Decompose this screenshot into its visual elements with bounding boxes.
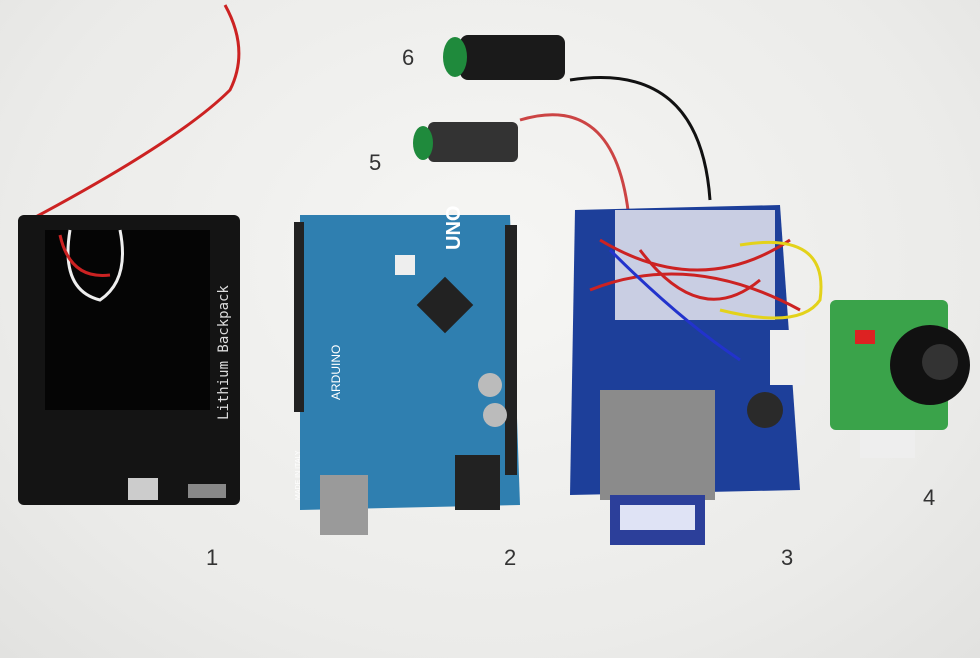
label-6: 6 bbox=[402, 45, 415, 70]
arduino-uno-board: UNO ARDUINO MADE IN ITALY bbox=[294, 206, 520, 535]
camera-module bbox=[830, 300, 970, 458]
label-5: 5 bbox=[369, 150, 382, 175]
label-4: 4 bbox=[923, 485, 936, 510]
label-1: 1 bbox=[206, 545, 219, 570]
proto-shield-board bbox=[570, 205, 823, 545]
svg-text:Lithium Backpack: Lithium Backpack bbox=[216, 285, 232, 420]
svg-text:ARDUINO: ARDUINO bbox=[329, 345, 343, 400]
svg-text:UNO: UNO bbox=[443, 206, 465, 250]
label-3: 3 bbox=[781, 545, 794, 570]
push-buttons bbox=[413, 35, 712, 231]
lithium-backpack-board: Lithium Backpack bbox=[18, 4, 241, 505]
label-2: 2 bbox=[504, 545, 517, 570]
svg-text:MADE IN ITALY: MADE IN ITALY bbox=[295, 450, 302, 500]
